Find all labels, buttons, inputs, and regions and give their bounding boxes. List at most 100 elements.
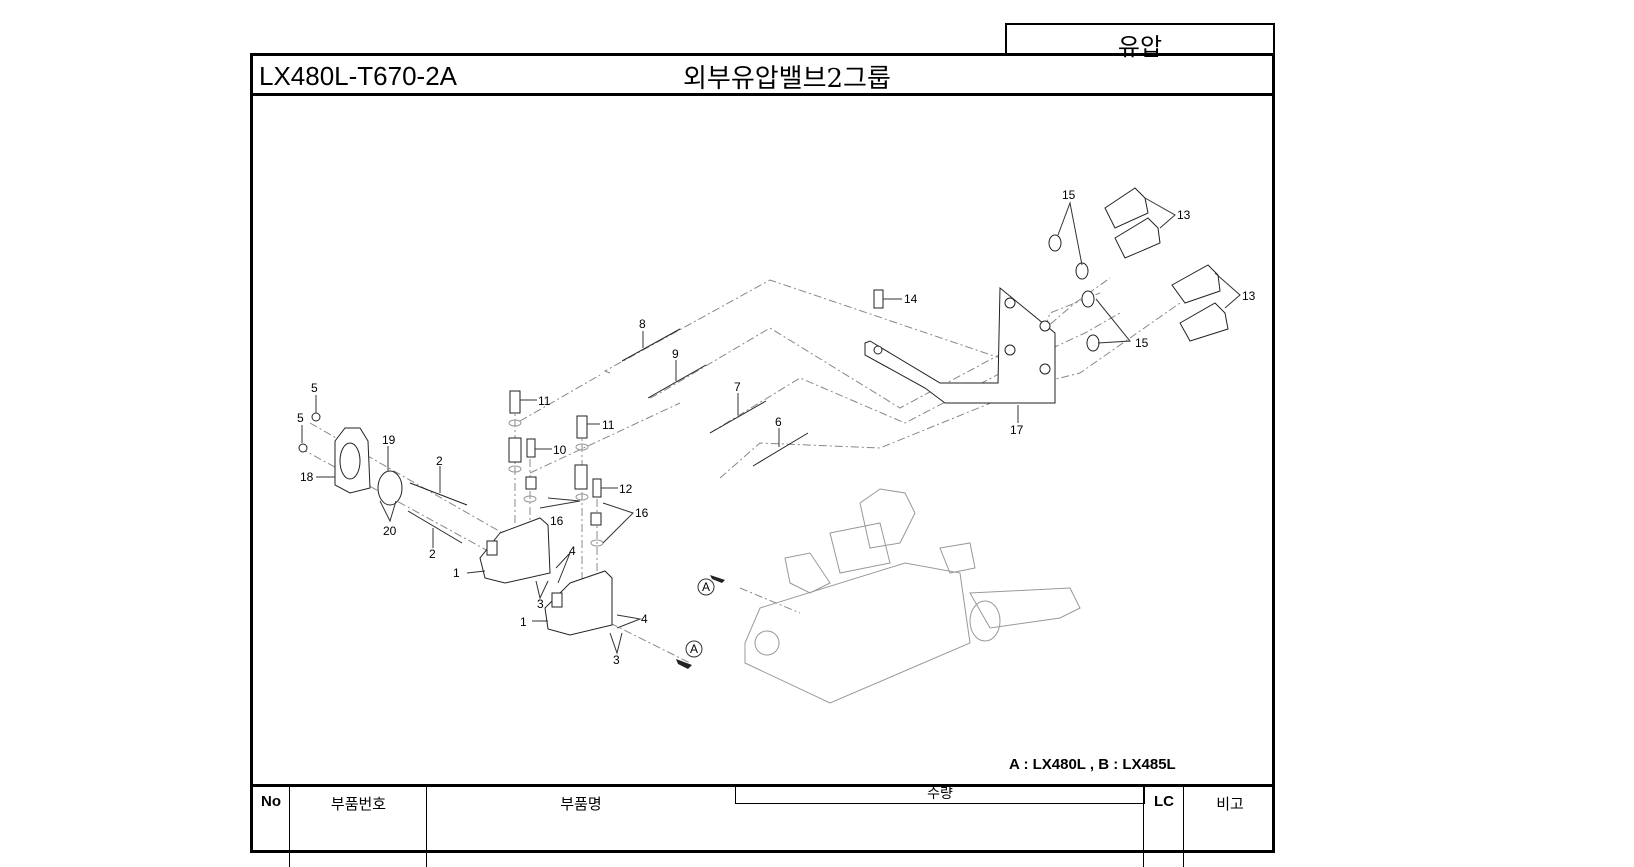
callout-14: 14 <box>904 292 918 306</box>
drawing-stroke <box>508 437 522 463</box>
callout-5: 5 <box>297 411 304 425</box>
part-15-washer <box>1075 262 1089 280</box>
assembly-line <box>299 447 511 564</box>
arrow-icon <box>676 659 692 669</box>
part-15-washer <box>1086 334 1100 352</box>
col-no: No <box>261 793 281 810</box>
assembly-line <box>719 302 1181 479</box>
drawing-stroke <box>575 493 589 501</box>
drawing-stroke <box>525 476 537 490</box>
callout-16: 16 <box>635 506 649 520</box>
drawing-stroke <box>969 587 1081 629</box>
assembly-line <box>649 277 1111 409</box>
callout-11: 11 <box>602 418 615 432</box>
leader-line <box>1144 197 1176 229</box>
callout-20: 20 <box>383 524 397 538</box>
drawing-stroke <box>873 345 883 355</box>
arrow-icon <box>710 575 725 583</box>
part-8-pipe <box>621 328 681 362</box>
category-label: 유압 <box>1117 33 1163 61</box>
ref-marker-a <box>685 640 703 658</box>
part-14-bolt <box>873 289 884 309</box>
callout-18: 18 <box>300 470 314 484</box>
callout-3: 3 <box>613 653 620 667</box>
col-part-number: 부품번호 <box>289 787 427 867</box>
assembly-line <box>609 622 691 664</box>
leader-line <box>555 552 571 584</box>
leader-line <box>1214 272 1241 309</box>
drawing-stroke <box>1004 344 1016 356</box>
drawing-stroke <box>339 442 361 480</box>
title-row: LX480L-T670-2A 외부유압밸브2그룹 <box>253 56 1272 96</box>
ref-marker-a <box>697 578 715 596</box>
callout-4: 4 <box>641 612 648 626</box>
drawing-stroke <box>575 443 589 451</box>
drawing-stroke <box>551 592 563 608</box>
part-2-stud <box>407 510 463 544</box>
part-13-coupler <box>1171 264 1221 304</box>
callout-11: 11 <box>538 394 551 408</box>
drawing-stroke <box>939 542 976 574</box>
leader-line <box>609 632 623 655</box>
part-5-nut <box>298 443 308 453</box>
callout-4: 4 <box>569 544 576 558</box>
drawing-stroke <box>1039 320 1051 332</box>
leader-line <box>379 500 397 523</box>
leader-line <box>1095 298 1131 344</box>
drawing-stroke <box>859 488 916 549</box>
part-11-bolt <box>576 415 588 439</box>
category-tab: 유압 <box>1005 23 1275 61</box>
leader-line <box>1057 201 1083 266</box>
drawing-stroke <box>590 512 602 526</box>
drawing-stroke <box>523 495 537 503</box>
part-7-pipe <box>709 400 767 434</box>
assembly-line <box>739 587 801 614</box>
drawing-stroke <box>754 630 780 656</box>
part-11-bolt <box>509 390 521 414</box>
part-15-washer <box>1048 234 1062 252</box>
col-remarks: 비고 <box>1183 787 1276 867</box>
ref-marker-a-label: A <box>690 642 698 656</box>
part-1-valve <box>544 570 613 636</box>
drawing-stroke <box>1004 297 1016 309</box>
part-13-coupler <box>1104 187 1149 229</box>
callout-1: 1 <box>520 615 527 629</box>
callout-13: 13 <box>1177 208 1191 222</box>
part-17-bracket <box>864 286 1056 404</box>
part-9-pipe <box>647 364 707 399</box>
drawing-stroke <box>508 465 522 473</box>
assembly-line <box>529 402 681 474</box>
part-5-nut <box>311 412 321 422</box>
part-10-bolt <box>526 438 536 458</box>
callout-16: 16 <box>550 514 564 528</box>
catalog-page-frame: LX480L-T670-2A 외부유압밸브2그룹 <box>250 53 1275 867</box>
part-13-coupler <box>1179 302 1229 342</box>
model-legend: A : LX480L , B : LX485L <box>1009 756 1176 773</box>
callout-7: 7 <box>734 380 741 394</box>
leader-line <box>602 502 634 544</box>
callout-15: 15 <box>1135 336 1149 350</box>
part-13-coupler <box>1114 217 1161 259</box>
drawing-stroke <box>574 464 588 490</box>
col-part-name: 부품명 <box>426 787 735 867</box>
part-12-bolt <box>592 478 602 498</box>
leader-line <box>466 570 486 574</box>
callout-9: 9 <box>672 347 679 361</box>
leader-line <box>535 580 549 600</box>
callout-5: 5 <box>311 381 318 395</box>
callout-8: 8 <box>639 317 646 331</box>
callout-12: 12 <box>619 482 633 496</box>
ref-marker-a-label: A <box>702 580 710 594</box>
callout-1: 1 <box>453 566 460 580</box>
callout-2: 2 <box>429 547 436 561</box>
drawing-stroke <box>486 540 498 556</box>
col-quantity: 수량 <box>735 787 1145 804</box>
model-code: LX480L-T670-2A <box>259 61 458 91</box>
callout-2: 2 <box>436 454 443 468</box>
drawing-stroke <box>1039 363 1051 375</box>
callout-3: 3 <box>537 597 544 611</box>
callout-15: 15 <box>1062 188 1076 202</box>
part-6-pipe <box>752 432 809 467</box>
callout-13: 13 <box>1242 289 1256 303</box>
callout-10: 10 <box>553 443 567 457</box>
